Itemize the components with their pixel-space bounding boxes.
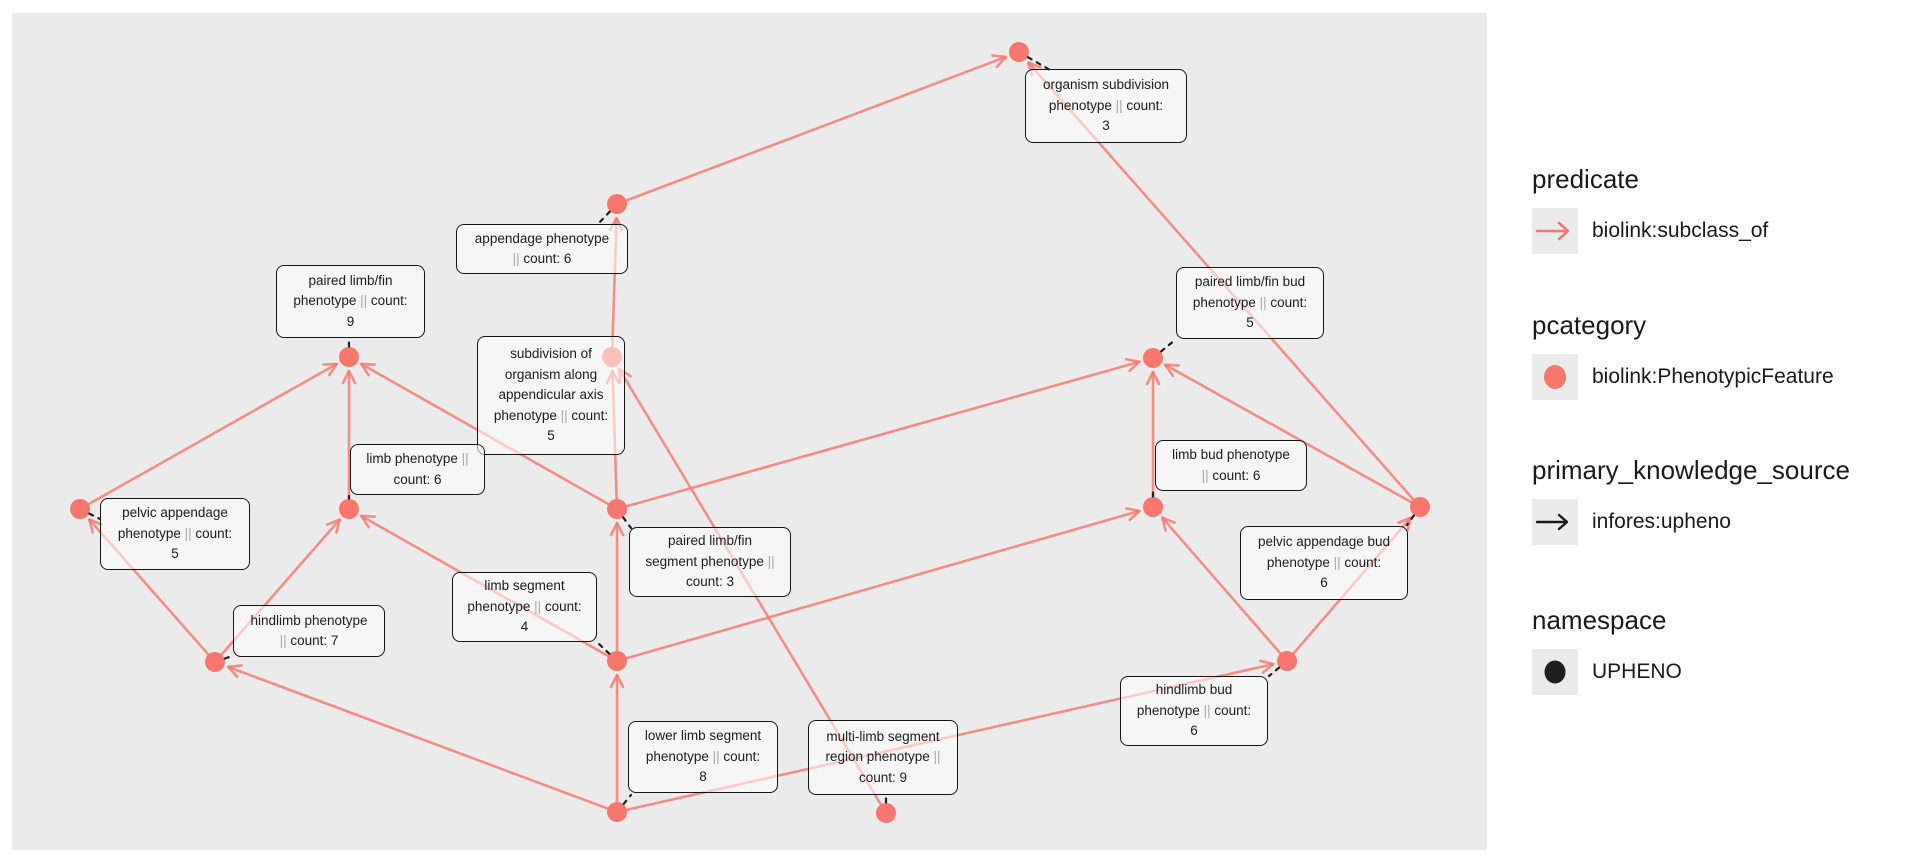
node-label-paired-limb-fin: paired limb/fin phenotype || count: 9 [276, 265, 425, 338]
node-limb-bud [1143, 497, 1163, 517]
node-label-line: segment phenotype || [645, 553, 775, 569]
node-label-line: 4 [520, 619, 529, 635]
legend-title-pcategory: pcategory [1532, 310, 1647, 340]
node-label-line: hindlimb bud [1155, 682, 1233, 698]
node-label-line: subdivision of [510, 346, 592, 362]
legend-section-primary-knowledge-source: primary_knowledge_source infores:upheno [1532, 457, 1850, 545]
upheno-source-arrow-icon [1532, 499, 1578, 545]
edge-hindlimb-bud--limb-bud [1160, 516, 1288, 662]
node-lower-limb-segment [607, 802, 627, 822]
node-label-line: appendicular axis [498, 387, 604, 403]
node-paired-limb-fin [339, 347, 359, 367]
node-hindlimb [205, 652, 225, 672]
edge-appendage--organism-subdivision [616, 54, 1008, 206]
node-label-line: phenotype || count: [1048, 97, 1164, 113]
node-label-line: phenotype || count: [1266, 554, 1382, 570]
node-label-line: lower limb segment [644, 728, 762, 744]
node-label-line: 3 [1102, 118, 1110, 134]
legend-title-namespace: namespace [1532, 605, 1667, 635]
node-label-line: limb phenotype || [366, 451, 469, 466]
node-label-line: paired limb/fin bud [1194, 274, 1306, 290]
node-label-line: 5 [1246, 315, 1254, 331]
node-label-line: paired limb/fin [667, 533, 753, 549]
legend-title-predicate: predicate [1532, 164, 1639, 194]
node-label-line: pelvic appendage [122, 505, 228, 521]
node-label-line: organism subdivision [1042, 77, 1170, 93]
edge-paired-limb-fin-segment--paired-limb-fin-bud [616, 357, 1141, 511]
node-hindlimb-bud [1277, 651, 1297, 671]
node-label-organism-subdivision: organism subdivision phenotype || count: 3 [1025, 69, 1187, 143]
node-label-line: organism along [504, 366, 598, 382]
edge-limb-segment--limb-bud [616, 507, 1141, 663]
legend-title-primary-knowledge-source: primary_knowledge_source [1532, 455, 1850, 485]
node-appendage [607, 194, 627, 214]
node-label-lower-limb-segment: lower limb segment phenotype || count: 8 [628, 721, 778, 793]
node-label-line: limb bud phenotype [1172, 447, 1290, 462]
legend-label-namespace: UPHENO [1592, 660, 1682, 683]
legend-label-primary-knowledge-source: infores:upheno [1592, 510, 1731, 533]
node-label-paired-limb-fin-segment: paired limb/fin segment phenotype || count… [629, 527, 791, 597]
legend-label-pcategory: biolink:PhenotypicFeature [1592, 365, 1834, 388]
node-label-line: || count: 6 [1201, 467, 1261, 483]
node-paired-limb-fin-bud [1143, 348, 1163, 368]
node-label-hindlimb: hindlimb phenotype || count: 7 [233, 605, 385, 657]
node-limb-segment [607, 651, 627, 671]
node-label-line: phenotype || count: [117, 525, 233, 541]
node-label-appendage: appendage phenotype || count: 6 [456, 224, 628, 274]
node-label-line: pelvic appendage bud [1257, 534, 1391, 550]
node-label-line: 6 [1320, 575, 1328, 591]
node-label-line: phenotype || count: [467, 598, 582, 614]
node-label-line: limb segment [484, 578, 565, 594]
node-label-line: || count: 7 [279, 633, 339, 648]
phenotypic-feature-dot-icon [1532, 354, 1578, 400]
node-label-line: multi-limb segment [826, 728, 940, 744]
node-label-limb: limb phenotype || count: 6 [350, 444, 485, 495]
node-label-line: phenotype || count: [493, 407, 609, 423]
node-label-pelvic-appendage: pelvic appendage phenotype || count: 5 [100, 498, 250, 570]
node-pelvic-appendage [70, 499, 90, 519]
node-label-pelvic-appendage-bud: pelvic appendage bud phenotype || count: 6 [1240, 526, 1408, 600]
node-label-line: region phenotype || [825, 749, 941, 765]
node-label-line: 5 [171, 546, 179, 562]
node-label-hindlimb-bud: hindlimb bud phenotype || count: 6 [1120, 676, 1268, 746]
node-label-line: paired limb/fin [308, 272, 393, 288]
namespace-dot-icon [1532, 649, 1578, 695]
node-label-subdivision-appendicular: subdivision of organism along appendicular… [477, 336, 625, 455]
node-label-multi-limb-segment-region: multi-limb segment region phenotype || cou… [808, 720, 958, 795]
node-multi-limb-segment-region [876, 803, 896, 823]
subclass-of-arrow-icon [1532, 208, 1578, 254]
node-organism-subdivision [1009, 42, 1029, 62]
legend-section-predicate: predicate biolink:subclass_of [1532, 166, 1768, 254]
legend-label-predicate: biolink:subclass_of [1592, 219, 1769, 242]
node-limb [339, 499, 359, 519]
edge-lower-limb-segment--hindlimb [226, 664, 618, 814]
node-label-paired-limb-fin-bud: paired limb/fin bud phenotype || count: 5 [1176, 267, 1324, 339]
node-pelvic-appendage-bud [1410, 497, 1430, 517]
node-label-line: phenotype || count: [1192, 294, 1308, 310]
node-label-line: 5 [547, 428, 555, 444]
node-label-limb-bud: limb bud phenotype || count: 6 [1155, 440, 1307, 491]
legend-section-pcategory: pcategory biolink:PhenotypicFeature [1532, 312, 1834, 400]
node-label-line: phenotype || count: [1136, 702, 1252, 718]
node-label-line: phenotype || count: [645, 748, 761, 764]
node-label-line: hindlimb phenotype [250, 612, 368, 628]
legend-section-namespace: namespace UPHENO [1532, 607, 1682, 695]
node-label-line: count: 9 [858, 769, 908, 785]
node-label-line: 6 [1190, 723, 1198, 739]
node-label-line: 9 [346, 313, 355, 329]
node-paired-limb-fin-segment [607, 499, 627, 519]
node-label-line: || count: 6 [512, 251, 572, 266]
node-label-line: 8 [699, 769, 707, 785]
node-label-line: count: 3 [685, 574, 735, 590]
node-label-line: phenotype || count: [293, 293, 408, 309]
node-label-line: count: 6 [393, 471, 442, 487]
node-label-line: appendage phenotype [474, 230, 610, 246]
edge-pelvic-appendage--paired-limb-fin [79, 362, 339, 511]
node-label-limb-segment: limb segment phenotype || count: 4 [452, 572, 597, 642]
edge-pelvic-appendage-bud--paired-limb-fin-bud [1163, 363, 1421, 509]
